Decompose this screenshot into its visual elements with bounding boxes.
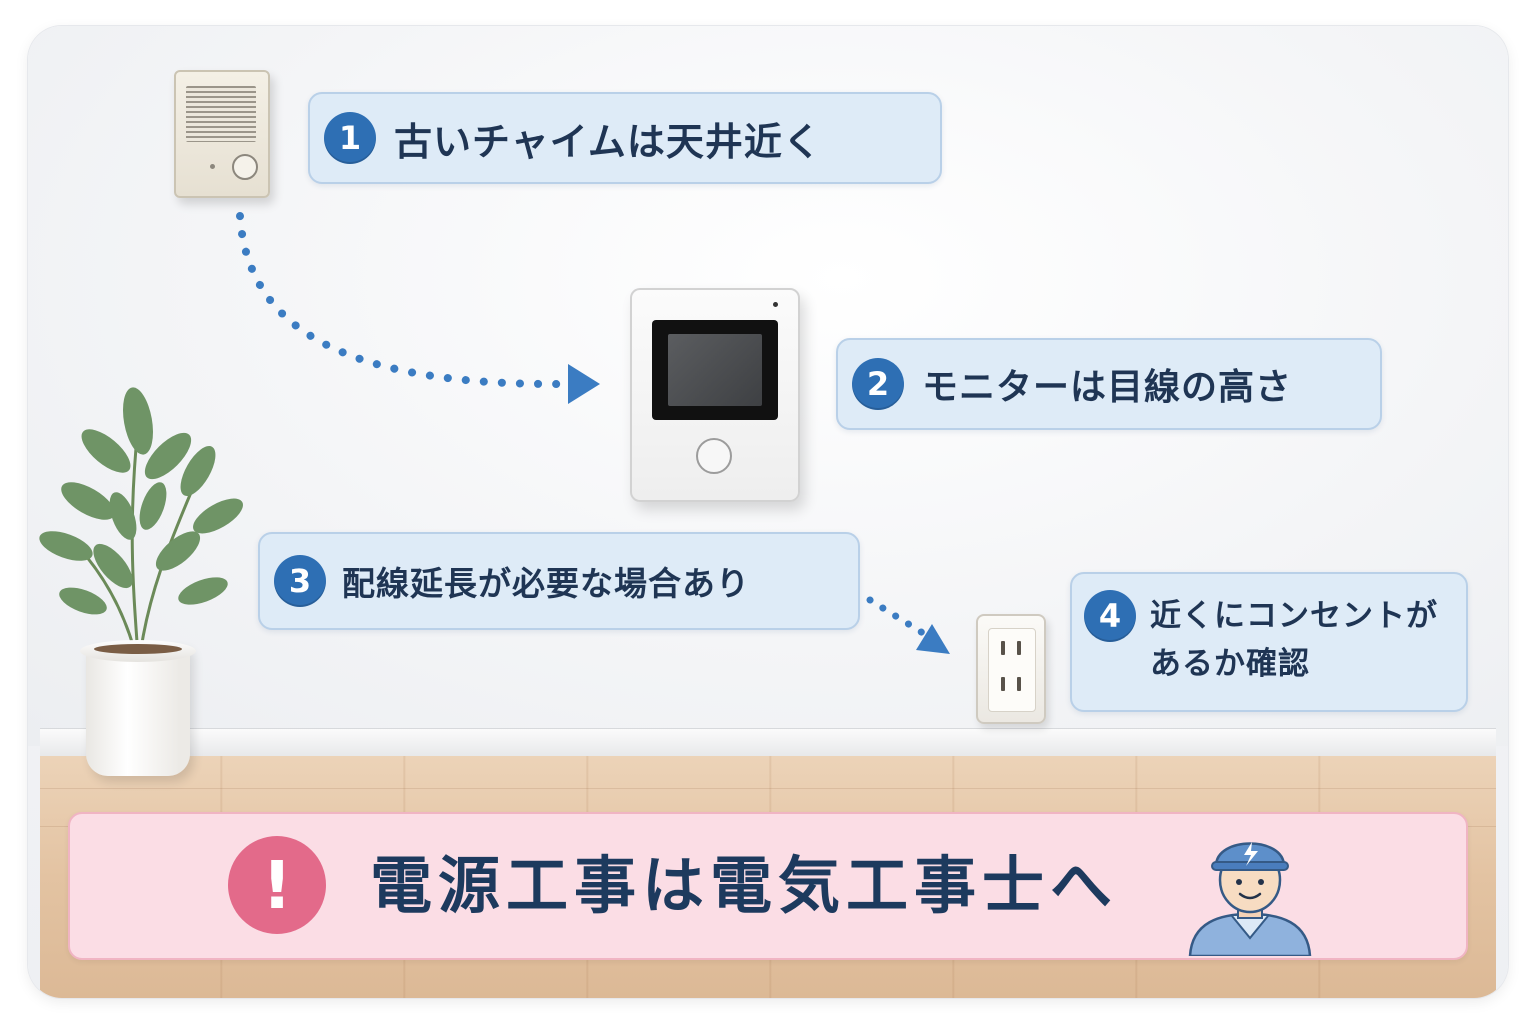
floor-line — [40, 788, 1496, 789]
monitor-screen — [652, 320, 778, 420]
outlet-plate — [988, 628, 1036, 712]
callout-number-3: 3 — [274, 555, 326, 607]
chime-indicator — [210, 164, 215, 169]
outlet-icon — [976, 614, 1046, 724]
callout-3: 3 配線延長が必要な場合あり — [258, 532, 860, 630]
callout-4: 4 近くにコンセントが あるか確認 — [1070, 572, 1468, 712]
callout-1: 1 古いチャイムは天井近く — [308, 92, 942, 184]
monitor-button — [696, 438, 732, 474]
chime-speaker-grill — [186, 86, 256, 142]
warning-message: 電源工事は電気工事士へ — [370, 849, 1119, 922]
plant-pot — [86, 644, 190, 776]
intercom-monitor-icon — [630, 288, 800, 502]
dotted-arrow-icon — [866, 596, 950, 654]
electrician-icon — [1188, 842, 1312, 956]
baseboard — [40, 728, 1496, 757]
warning-banner: ! 電源工事は電気工事士へ — [68, 812, 1468, 960]
callout-2: 2 モニターは目線の高さ — [836, 338, 1382, 430]
infographic-frame: 1 古いチャイムは天井近く 2 モニターは目線の高さ 3 配線延長が必要な場合あ… — [28, 26, 1508, 998]
callout-text-4-line2: あるか確認 — [1150, 646, 1310, 682]
callout-text-4-line1: 近くにコンセントが — [1150, 598, 1438, 634]
exclamation-icon: ! — [228, 836, 326, 934]
plant-soil — [94, 644, 182, 654]
monitor-camera-dot — [773, 302, 778, 307]
callout-number-4: 4 — [1084, 590, 1136, 642]
callout-number-1: 1 — [324, 112, 376, 164]
plant-icon — [39, 387, 243, 657]
callout-text-1: 古いチャイムは天井近く — [394, 119, 822, 164]
dotted-arrow-icon — [236, 212, 600, 404]
callout-text-3: 配線延長が必要な場合あり — [342, 564, 750, 603]
chime-icon — [174, 70, 270, 198]
chime-button — [232, 154, 258, 180]
callout-number-2: 2 — [852, 358, 904, 410]
callout-text-2: モニターは目線の高さ — [922, 367, 1293, 408]
